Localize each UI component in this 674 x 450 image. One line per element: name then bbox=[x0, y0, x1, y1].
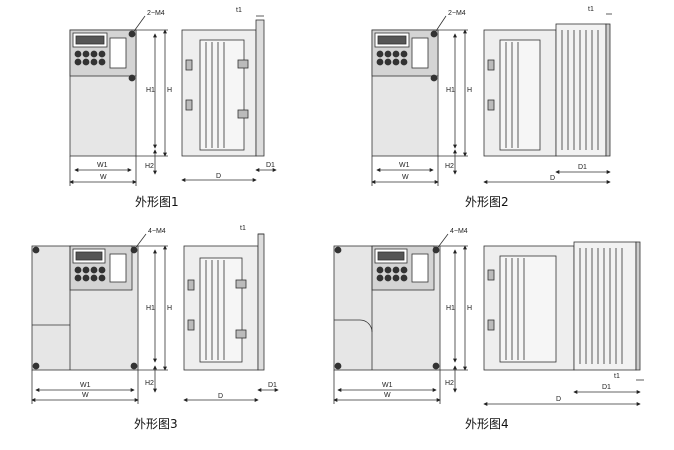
figure-3-w1-label: W1 bbox=[80, 382, 91, 389]
figure-4-mount-label: 4−M4 bbox=[450, 228, 468, 235]
figure-3-h-label: H bbox=[167, 305, 172, 312]
figure-2-t1-label: t1 bbox=[588, 6, 594, 13]
figure-4 bbox=[333, 233, 644, 406]
figure-4-d1-label: D1 bbox=[602, 384, 611, 391]
figure-1 bbox=[69, 15, 277, 186]
figure-4-caption: 外形图4 bbox=[465, 417, 509, 431]
figure-3-mount-label: 4−M4 bbox=[148, 228, 166, 235]
figure-2-h1-label: H1 bbox=[446, 87, 455, 94]
figure-4-w1-label: W1 bbox=[382, 382, 393, 389]
figure-3-side-view bbox=[183, 233, 265, 371]
figure-3-caption: 外形图3 bbox=[134, 417, 178, 431]
figure-2-labels: 2−M4 W1 W H1 H H2 D D1 t1 外形图2 bbox=[399, 6, 594, 209]
figure-2-h-label: H bbox=[467, 87, 472, 94]
figure-2 bbox=[371, 13, 612, 186]
figure-2-w-label: W bbox=[402, 174, 409, 181]
figure-1-d1-label: D1 bbox=[266, 162, 275, 169]
figure-3-t1-label: t1 bbox=[240, 225, 246, 232]
figure-4-front-view bbox=[333, 245, 441, 404]
figure-4-t1-label: t1 bbox=[614, 373, 620, 380]
figure-3-labels: 4−M4 W1 W H1 H H2 D D1 t1 外形图3 bbox=[80, 225, 277, 431]
figure-1-h-label: H bbox=[167, 87, 172, 94]
figure-2-front-view bbox=[371, 29, 439, 186]
figure-1-caption: 外形图1 bbox=[135, 195, 179, 209]
figure-3-w-label: W bbox=[82, 392, 89, 399]
figure-4-h1-label: H1 bbox=[446, 305, 455, 312]
figure-3-front-view bbox=[31, 245, 139, 404]
figure-2-h2-label: H2 bbox=[445, 163, 454, 170]
figure-1-h2-label: H2 bbox=[145, 163, 154, 170]
figure-1-w-label: W bbox=[100, 174, 107, 181]
figure-1-w1-label: W1 bbox=[97, 162, 108, 169]
figure-4-h2-label: H2 bbox=[445, 380, 454, 387]
figure-3-h1-label: H1 bbox=[146, 305, 155, 312]
figure-2-d-label: D bbox=[550, 175, 555, 182]
figure-4-side-view bbox=[483, 241, 641, 371]
figure-2-w1-label: W1 bbox=[399, 162, 410, 169]
figure-1-side-view bbox=[181, 19, 265, 157]
figure-2-side-view bbox=[483, 23, 611, 157]
figure-1-t1-label: t1 bbox=[236, 7, 242, 14]
figure-3-h2-label: H2 bbox=[145, 380, 154, 387]
figure-3-d1-label: D1 bbox=[268, 382, 277, 389]
figure-1-h1-label: H1 bbox=[146, 87, 155, 94]
figure-4-labels: 4−M4 W1 W H1 H H2 D D1 t1 外形图4 bbox=[382, 228, 620, 431]
figure-1-front-view bbox=[69, 29, 137, 186]
figure-2-mount-label: 2−M4 bbox=[448, 10, 466, 17]
figure-3 bbox=[31, 233, 279, 404]
figure-4-d-label: D bbox=[556, 396, 561, 403]
figure-1-labels: 2−M4 W1 W H1 H H2 D D1 t1 外形图1 bbox=[97, 7, 275, 209]
figure-4-h-label: H bbox=[467, 305, 472, 312]
figure-2-d1-label: D1 bbox=[578, 164, 587, 171]
figure-2-caption: 外形图2 bbox=[465, 195, 509, 209]
figure-4-w-label: W bbox=[384, 392, 391, 399]
figure-3-d-label: D bbox=[218, 393, 223, 400]
figure-1-mount-label: 2−M4 bbox=[147, 10, 165, 17]
figure-1-d-label: D bbox=[216, 173, 221, 180]
